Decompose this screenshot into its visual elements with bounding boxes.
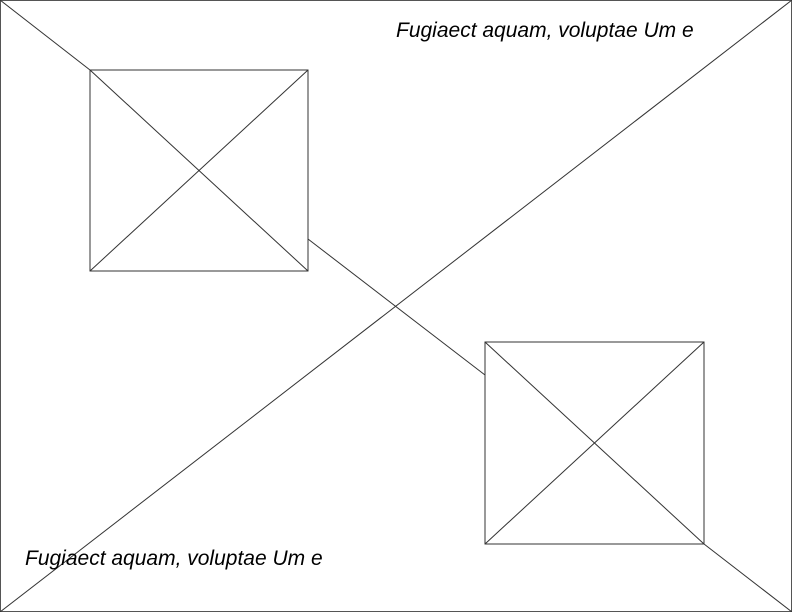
image-placeholder-diagonal [89, 69, 309, 272]
image-placeholder-diagonal [484, 341, 705, 545]
image-placeholder-2 [484, 341, 705, 545]
page-diagonal-segment [307, 238, 486, 376]
caption-top: Fugiaect aquam, voluptae Um e [396, 19, 694, 42]
page-diagonal-segment [703, 543, 792, 612]
image-placeholder-1 [89, 69, 309, 272]
page-diagonal-segment [0, 0, 91, 71]
caption-bottom: Fugiaect aquam, voluptae Um e [25, 547, 323, 570]
image-placeholder-frame [484, 341, 705, 545]
image-placeholder-frame [89, 69, 309, 272]
